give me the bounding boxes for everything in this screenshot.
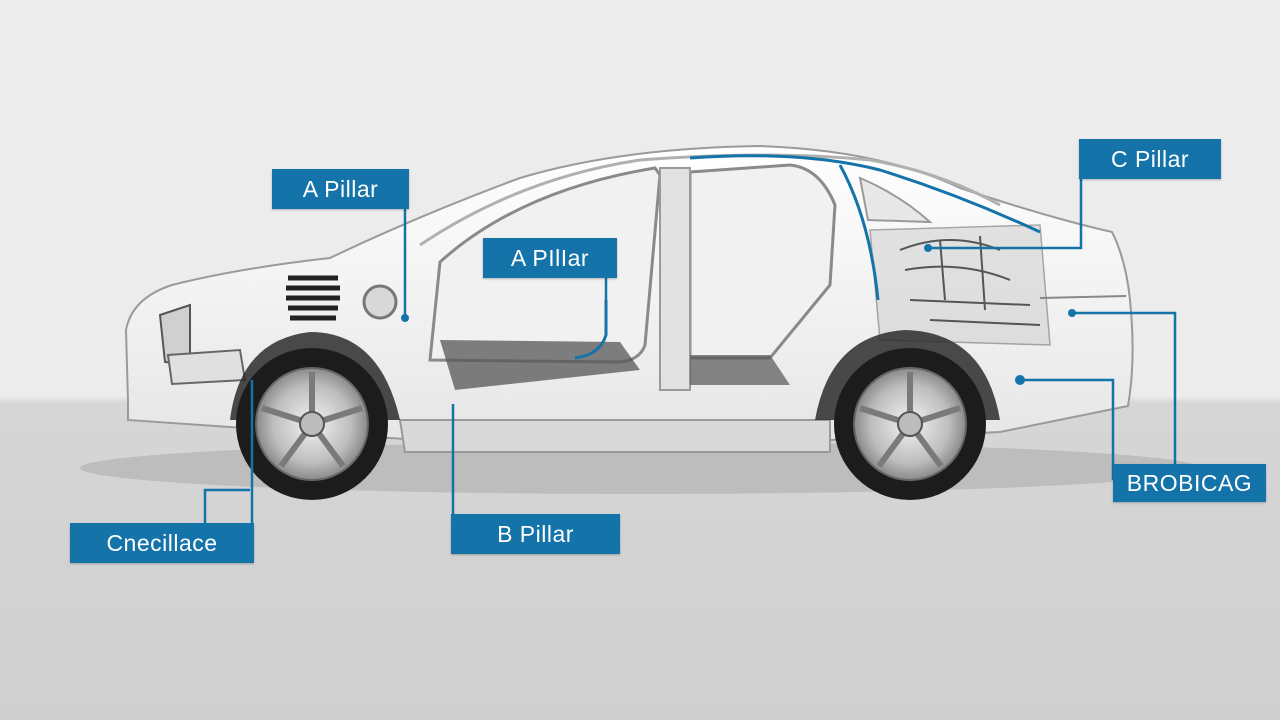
crossmember-label: Cnecillace bbox=[70, 523, 254, 563]
b-pillar-label: B Pillar bbox=[451, 514, 620, 554]
callout-leaders bbox=[203, 160, 1177, 523]
c-pillar-label: C Pillar bbox=[1079, 139, 1221, 179]
structure-highlights bbox=[574, 154, 1041, 360]
a-pillar-top-label: A Pillar bbox=[272, 169, 409, 209]
callout-dots bbox=[401, 244, 1076, 385]
bumper-label: BROBICAG bbox=[1113, 464, 1266, 502]
front-wheel bbox=[236, 348, 388, 500]
engine-spring bbox=[286, 275, 340, 321]
rear-wheel bbox=[834, 348, 986, 500]
a-pillar-inner-label: A PIlIar bbox=[483, 238, 617, 278]
